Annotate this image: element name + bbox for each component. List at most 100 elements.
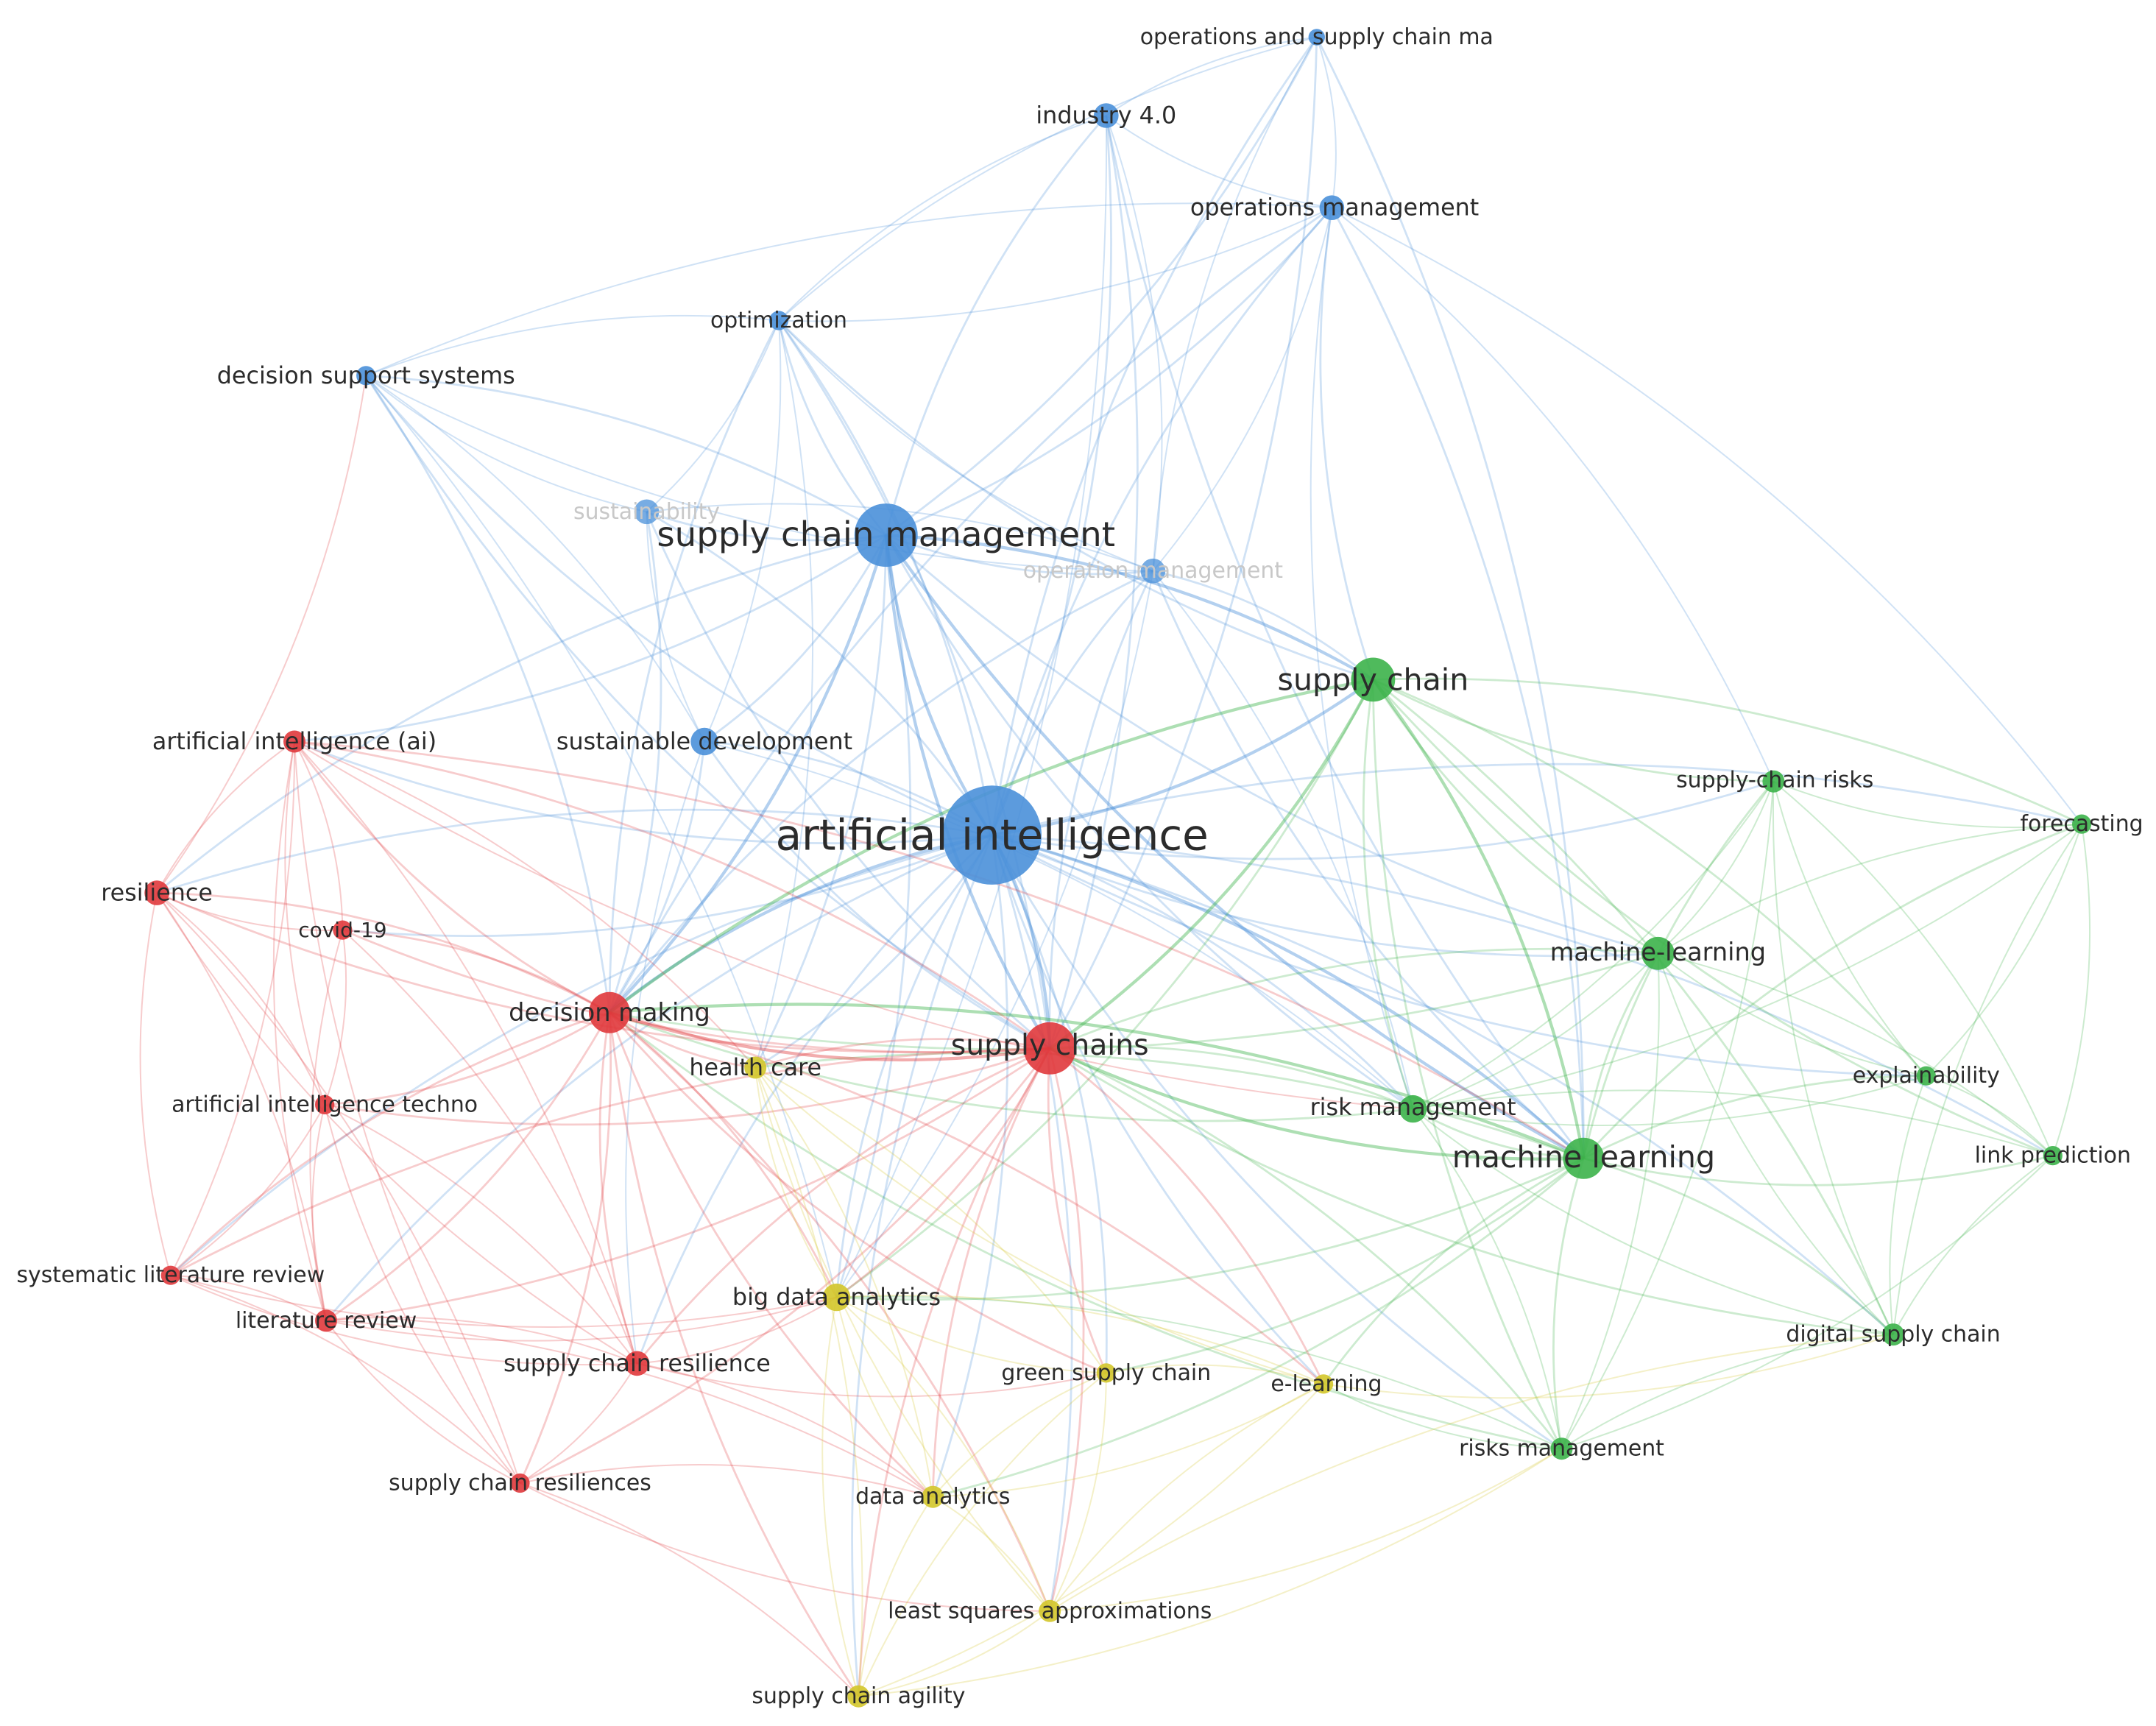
node-supply-chain-agility[interactable] [847, 1685, 870, 1708]
edge-operations-management-optimization [778, 207, 1332, 322]
edge-e-learning-supply-chain-agility [858, 1383, 1324, 1697]
node-operations-management[interactable] [1319, 195, 1345, 221]
node-explainability[interactable] [1916, 1066, 1936, 1086]
node-optimization[interactable] [768, 311, 789, 330]
node-artificial-intelligence-techno[interactable] [315, 1094, 335, 1114]
edge-decision-making-artificial-intelligence-techno [324, 1011, 610, 1106]
edge-artificial-intelligence-ai-health-care [294, 740, 756, 1069]
edge-artificial-intelligence-supply-chain-resilience [636, 834, 993, 1364]
edge-artificial-intelligence-literature-review [325, 834, 993, 1322]
edge-decision-making-supply-chains [609, 1011, 1050, 1062]
edge-supply-chain-risks-explainability [1772, 781, 1927, 1077]
edge-operations-management-decision-making [608, 207, 1333, 1014]
edge-sustainability-decision-making [608, 512, 662, 1014]
edge-artificial-intelligence-supply-chain-risks [992, 780, 1774, 860]
node-covid-19[interactable] [333, 920, 353, 940]
node-label-supply-chain-management: supply chain management [657, 515, 1115, 555]
edge-supply-chain-management-machine-learning [884, 534, 1585, 1160]
edge-explainability-link-prediction [1926, 1075, 2054, 1156]
edge-artificial-intelligence-decision-making [608, 833, 993, 1014]
node-industry-4-0[interactable] [1094, 103, 1119, 128]
node-literature-review[interactable] [315, 1309, 337, 1332]
edge-artificial-intelligence-industry-4-0 [991, 115, 1112, 836]
node-supply-chain-resiliences[interactable] [510, 1473, 530, 1493]
node-machine-learning-hyphen[interactable] [1641, 936, 1675, 970]
node-label-supply-chains: supply chains [951, 1029, 1149, 1062]
edge-health-care-big-data-analytics [754, 1067, 838, 1298]
edge-supply-chains-supply-chain-resilience [636, 1047, 1050, 1365]
edge-optimization-sustainability [646, 320, 780, 513]
node-least-squares-approximations[interactable] [1039, 1599, 1061, 1622]
edge-operation-management-risk-management [1152, 570, 1414, 1109]
node-label-least-squares-approximations: least squares approximations [888, 1598, 1212, 1624]
edge-machine-learning-green-supply-chain [1106, 1157, 1585, 1374]
node-label-supply-chain: supply chain [1278, 662, 1469, 697]
edge-decision-making-literature-review [325, 1012, 611, 1322]
node-digital-supply-chain[interactable] [1882, 1323, 1904, 1346]
edge-supply-chain-risks-risks-management [1561, 781, 1775, 1449]
edge-optimization-supply-chains [777, 319, 1051, 1049]
edge-supply-chain-management-operations-management [886, 207, 1333, 537]
edge-resilience-literature-review [156, 892, 327, 1321]
node-link-prediction[interactable] [2043, 1146, 2063, 1166]
edge-decision-making-least-squares-approximations [609, 1011, 1051, 1612]
node-supply-chain-management[interactable] [854, 503, 918, 567]
node-resilience[interactable] [144, 880, 169, 905]
node-e-learning[interactable] [1314, 1374, 1334, 1394]
node-artificial-intelligence-ai[interactable] [283, 730, 305, 753]
node-risk-management[interactable] [1399, 1094, 1427, 1123]
node-machine-learning[interactable] [1563, 1137, 1605, 1179]
edge-artificial-intelligence-digital-supply-chain [992, 834, 1894, 1336]
edge-operation-management-machine-learning [1152, 570, 1585, 1159]
node-health-care[interactable] [744, 1056, 767, 1079]
edge-artificial-intelligence-risks-management [991, 834, 1563, 1450]
edge-artificial-intelligence-optimization [777, 319, 994, 835]
edge-artificial-intelligence-resilience [156, 808, 992, 894]
edge-supply-chain-resiliences-least-squares-approximations [520, 1482, 1050, 1612]
edge-decision-making-supply-chain-agility [608, 1012, 860, 1697]
node-supply-chains[interactable] [1023, 1022, 1076, 1075]
node-artificial-intelligence[interactable] [942, 785, 1042, 885]
edge-artificial-intelligence-operations-and-supply-chain-ma [991, 36, 1318, 835]
edge-supply-chain-resilience-green-supply-chain [637, 1362, 1107, 1398]
edge-link-prediction-digital-supply-chain [1892, 1155, 2054, 1335]
node-supply-chain-risks[interactable] [1762, 770, 1785, 793]
edge-data-analytics-least-squares-approximations [932, 1496, 1051, 1612]
edge-systematic-literature-review-supply-chain-resilience [170, 1274, 637, 1366]
edge-optimization-health-care [754, 320, 814, 1068]
node-systematic-literature-review[interactable] [160, 1265, 180, 1285]
edge-supply-chain-risks-machine-learning-hyphen [1657, 781, 1775, 955]
node-supply-chain-resilience[interactable] [624, 1351, 650, 1376]
node-supply-chain[interactable] [1351, 657, 1396, 702]
node-sustainability[interactable] [634, 499, 660, 525]
node-green-supply-chain[interactable] [1096, 1363, 1116, 1383]
edge-health-care-data-analytics [754, 1067, 934, 1497]
edge-supply-chain-risks-forecasting [1773, 780, 2082, 829]
edge-supply-chains-supply-chain-resiliences [519, 1047, 1051, 1485]
node-data-analytics[interactable] [922, 1485, 944, 1508]
edge-operations-and-supply-chain-ma-operation-management [1152, 36, 1318, 571]
edge-supply-chain-management-health-care [754, 535, 888, 1069]
edge-decision-making-supply-chain-resilience [598, 1012, 638, 1364]
node-operation-management[interactable] [1140, 558, 1166, 584]
edge-artificial-intelligence-operations-management [991, 207, 1333, 835]
edge-artificial-intelligence-least-squares-approximations [991, 835, 1073, 1612]
edge-forecasting-machine-learning-hyphen [1657, 823, 2082, 955]
edge-artificial-intelligence-e-learning [991, 835, 1325, 1385]
node-big-data-analytics[interactable] [822, 1283, 851, 1312]
node-operations-and-supply-chain-ma[interactable] [1308, 29, 1326, 46]
node-sustainable-development[interactable] [690, 727, 718, 756]
edge-forecasting-explainability [1926, 824, 2083, 1077]
node-label-risk-management: risk management [1310, 1094, 1516, 1121]
edge-big-data-analytics-green-supply-chain [836, 1296, 1106, 1374]
node-decision-making[interactable] [589, 991, 630, 1033]
edge-operations-management-machine-learning [1331, 207, 1585, 1159]
node-forecasting[interactable] [2072, 814, 2092, 834]
node-layer [144, 29, 2092, 1708]
node-risks-management[interactable] [1550, 1437, 1573, 1460]
edge-decision-support-systems-operation-management [365, 375, 1153, 572]
edge-risk-management-machine-learning [1412, 1108, 1584, 1160]
node-decision-support-systems[interactable] [356, 366, 376, 386]
edge-operations-management-supply-chain-risks [1331, 207, 1775, 782]
